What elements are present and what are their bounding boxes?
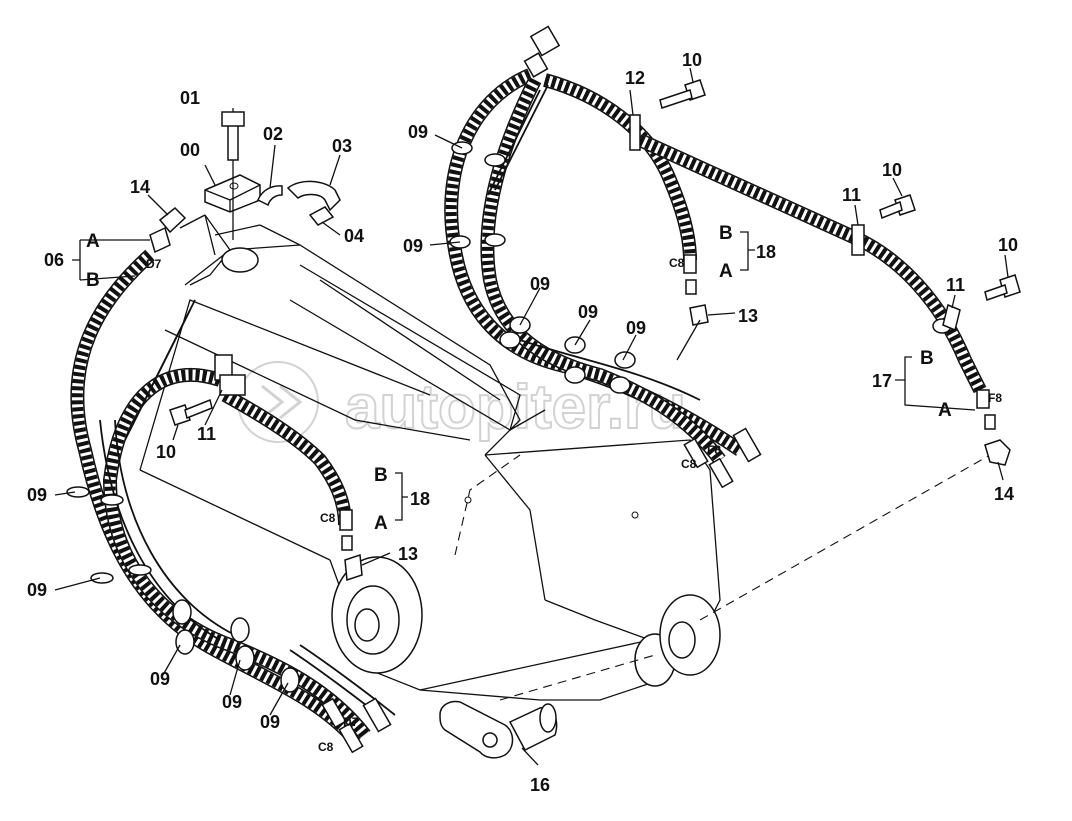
boom-body [139,214,721,701]
label-09-d: 09 [578,302,598,322]
boom-foot-boss [221,247,721,687]
label-11-c: 11 [197,424,216,444]
label-b-18-left: B [374,465,388,486]
label-11-b: 11 [946,275,965,295]
left-hose-ends [321,509,392,754]
label-09-i: 09 [222,692,242,712]
code-d7-top: D7 [146,257,162,271]
code-f8-right: F8 [988,391,1002,405]
code-c8-right: C8 [669,256,685,270]
label-a-06: A [86,231,100,252]
label-a-18-right: A [719,261,733,282]
center-lines [454,454,991,701]
hose-end-labels: A B B A B A B A [86,223,952,534]
part-labels: 01 00 02 03 04 14 06 09 09 09 09 09 09 0… [27,50,1018,795]
label-a-18-left: A [374,513,388,534]
bolt-10-mid [879,194,916,220]
bolt-10-right [984,274,1021,301]
label-03: 03 [332,136,352,156]
label-09-a: 09 [408,122,428,142]
left-hose-bundle [66,249,396,754]
bolt-10-left [169,398,213,426]
code-f8-bottom: F8 [707,443,721,457]
label-10-d: 10 [156,442,176,462]
code-c8-bottom-right: C8 [681,457,697,471]
label-01: 01 [180,88,200,108]
label-14-right: 14 [994,484,1014,504]
tee-14 [984,439,1011,466]
clamp-11 [214,224,961,396]
right-hose-ends [523,25,996,489]
label-09-e: 09 [626,318,646,338]
code-c8-bottom: C8 [318,740,334,754]
label-13-b: 13 [398,544,418,564]
bolts-and-clamps [169,79,1021,759]
label-09-h: 09 [150,669,170,689]
label-06: 06 [44,250,64,270]
label-10-b: 10 [882,160,902,180]
label-04: 04 [344,226,364,246]
label-14-left: 14 [130,177,150,197]
right-clamps [449,141,952,394]
label-10-a: 10 [682,50,702,70]
label-18-a: 18 [756,242,776,262]
label-09-b: 09 [403,236,423,256]
left-clamps [66,486,300,693]
label-b-18-right: B [719,223,733,244]
label-18-b: 18 [410,489,430,509]
clamp-12 [629,114,641,151]
label-09-c: 09 [530,274,550,294]
label-12: 12 [625,68,645,88]
leader-lines [54,67,1009,766]
label-00: 00 [180,140,200,160]
code-d7-bottom: D7 [343,715,359,729]
tee-13 [344,304,709,582]
code-c8-left: C8 [320,511,336,525]
label-09-g: 09 [27,580,47,600]
top-fittings [149,111,341,254]
ab-brackets [72,231,976,521]
pin-16 [439,700,558,759]
fitting-code-labels: D7 C8 F8 C8 D7 C8 F8 C8 [146,256,1002,754]
bolt-10-top [659,79,706,109]
label-16: 16 [530,775,550,795]
label-b-17: B [920,348,934,369]
label-10-c: 10 [998,235,1018,255]
label-17: 17 [872,371,892,391]
label-09-j: 09 [260,712,280,732]
label-b-06: B [86,270,100,291]
label-13-a: 13 [738,306,758,326]
label-02: 02 [263,124,283,144]
label-11-a: 11 [842,185,861,205]
right-hose-bundle [444,25,996,489]
label-09-f: 09 [27,485,47,505]
label-a-17: A [938,400,952,421]
